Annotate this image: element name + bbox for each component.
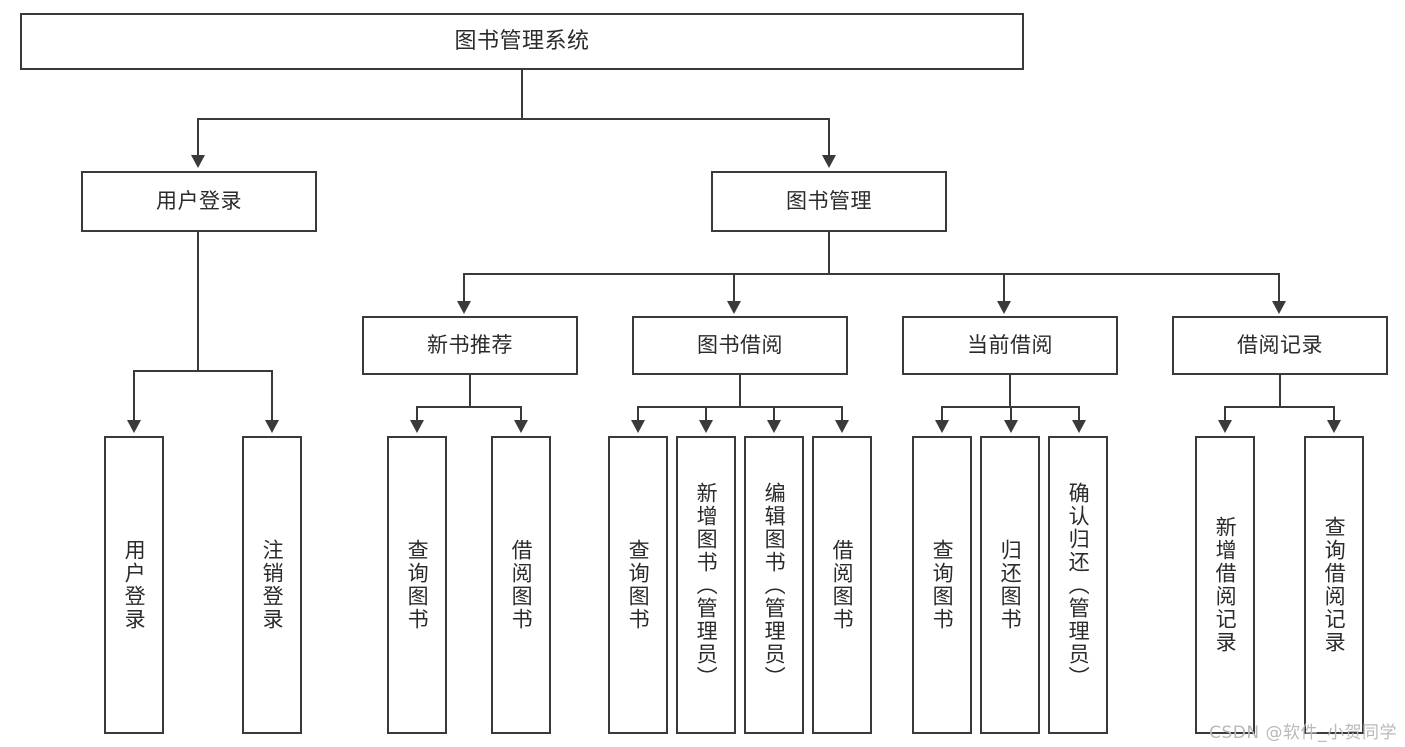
node-new-book-recommend[interactable]: 新书推荐 xyxy=(362,316,578,375)
leaf-add-book[interactable]: 新增图书（管理员） xyxy=(676,436,736,734)
connector-drop-leaf-logout-login xyxy=(271,370,273,420)
connector-drop-query-book-1 xyxy=(416,406,418,420)
leaf-borrow-book-1[interactable]: 借阅图书 xyxy=(491,436,551,734)
node-borrow-record[interactable]: 借阅记录 xyxy=(1172,316,1388,375)
node-label: 编辑图书（管理员） xyxy=(762,481,787,689)
connector-drop-user-login xyxy=(197,118,199,155)
connector-level3-bus xyxy=(464,273,1279,275)
arrow-new-book-recommend xyxy=(457,301,471,314)
arrow-add-book xyxy=(699,420,713,433)
connector-user-login-bus xyxy=(134,370,271,372)
arrow-user-login xyxy=(191,155,205,168)
arrow-query-book-2 xyxy=(631,420,645,433)
node-label: 新增借阅记录 xyxy=(1213,516,1238,654)
arrow-add-record xyxy=(1218,420,1232,433)
connector-drop-query-record xyxy=(1333,406,1335,420)
arrow-borrow-record xyxy=(1272,301,1286,314)
node-label: 注销登录 xyxy=(260,539,285,631)
node-label: 借阅记录 xyxy=(1237,333,1323,358)
connector-drop-query-book-3 xyxy=(941,406,943,420)
connector-root-stem xyxy=(521,70,523,118)
connector-drop-leaf-user-login xyxy=(133,370,135,420)
leaf-confirm-return[interactable]: 确认归还（管理员） xyxy=(1048,436,1108,734)
arrow-book-borrow xyxy=(727,301,741,314)
node-book-borrow[interactable]: 图书借阅 xyxy=(632,316,848,375)
node-label: 查询借阅记录 xyxy=(1322,516,1347,654)
leaf-return-book[interactable]: 归还图书 xyxy=(980,436,1040,734)
arrow-query-record xyxy=(1327,420,1341,433)
connector-user-login-stem xyxy=(197,232,199,370)
arrow-query-book-3 xyxy=(935,420,949,433)
connector-drop-return-book xyxy=(1010,406,1012,420)
leaf-user-login[interactable]: 用户登录 xyxy=(104,436,164,734)
connector-current-borrow-stem xyxy=(1009,375,1011,406)
leaf-query-book-2[interactable]: 查询图书 xyxy=(608,436,668,734)
node-label: 借阅图书 xyxy=(830,539,855,631)
connector-drop-new-book-recommend xyxy=(463,273,465,303)
connector-drop-current-borrow xyxy=(1003,273,1005,303)
node-label: 查询图书 xyxy=(626,539,651,631)
node-label: 新增图书（管理员） xyxy=(694,481,719,689)
arrow-edit-book xyxy=(767,420,781,433)
arrow-return-book xyxy=(1004,420,1018,433)
node-label: 查询图书 xyxy=(930,539,955,631)
connector-borrow-record-bus xyxy=(1225,406,1335,408)
connector-drop-book-borrow xyxy=(733,273,735,303)
node-label: 图书管理系统 xyxy=(454,28,590,54)
node-label: 借阅图书 xyxy=(509,539,534,631)
arrow-leaf-user-login xyxy=(127,420,141,433)
node-label: 新书推荐 xyxy=(427,333,513,358)
connector-book-borrow-stem xyxy=(739,375,741,406)
connector-borrow-record-stem xyxy=(1279,375,1281,406)
connector-drop-add-record xyxy=(1224,406,1226,420)
node-label: 用户登录 xyxy=(122,539,147,631)
connector-drop-borrow-book-1 xyxy=(520,406,522,420)
arrow-borrow-book-2 xyxy=(835,420,849,433)
arrow-leaf-logout-login xyxy=(265,420,279,433)
connector-drop-confirm-return xyxy=(1078,406,1080,420)
connector-level2-bus xyxy=(198,118,830,120)
node-root-book-management-system[interactable]: 图书管理系统 xyxy=(20,13,1024,70)
arrow-book-management xyxy=(822,155,836,168)
connector-new-book-recommend-bus xyxy=(417,406,522,408)
leaf-logout-login[interactable]: 注销登录 xyxy=(242,436,302,734)
connector-drop-add-book xyxy=(705,406,707,420)
node-user-login[interactable]: 用户登录 xyxy=(81,171,317,232)
connector-drop-book-management xyxy=(828,118,830,155)
leaf-query-book-1[interactable]: 查询图书 xyxy=(387,436,447,734)
node-label: 当前借阅 xyxy=(967,333,1053,358)
node-current-borrow[interactable]: 当前借阅 xyxy=(902,316,1118,375)
leaf-borrow-book-2[interactable]: 借阅图书 xyxy=(812,436,872,734)
node-label: 图书管理 xyxy=(786,189,872,214)
connector-book-borrow-bus xyxy=(638,406,843,408)
leaf-query-book-3[interactable]: 查询图书 xyxy=(912,436,972,734)
arrow-borrow-book-1 xyxy=(514,420,528,433)
node-label: 用户登录 xyxy=(156,189,242,214)
leaf-edit-book[interactable]: 编辑图书（管理员） xyxy=(744,436,804,734)
node-label: 查询图书 xyxy=(405,539,430,631)
connector-drop-borrow-record xyxy=(1278,273,1280,303)
node-label: 确认归还（管理员） xyxy=(1066,481,1091,689)
leaf-add-record[interactable]: 新增借阅记录 xyxy=(1195,436,1255,734)
connector-drop-borrow-book-2 xyxy=(841,406,843,420)
leaf-query-record[interactable]: 查询借阅记录 xyxy=(1304,436,1364,734)
connector-drop-edit-book xyxy=(773,406,775,420)
connector-book-management-stem xyxy=(828,232,830,273)
node-label: 归还图书 xyxy=(998,539,1023,631)
arrow-current-borrow xyxy=(997,301,1011,314)
arrow-query-book-1 xyxy=(410,420,424,433)
node-book-management[interactable]: 图书管理 xyxy=(711,171,947,232)
arrow-confirm-return xyxy=(1072,420,1086,433)
node-label: 图书借阅 xyxy=(697,333,783,358)
connector-drop-query-book-2 xyxy=(637,406,639,420)
connector-new-book-recommend-stem xyxy=(469,375,471,406)
